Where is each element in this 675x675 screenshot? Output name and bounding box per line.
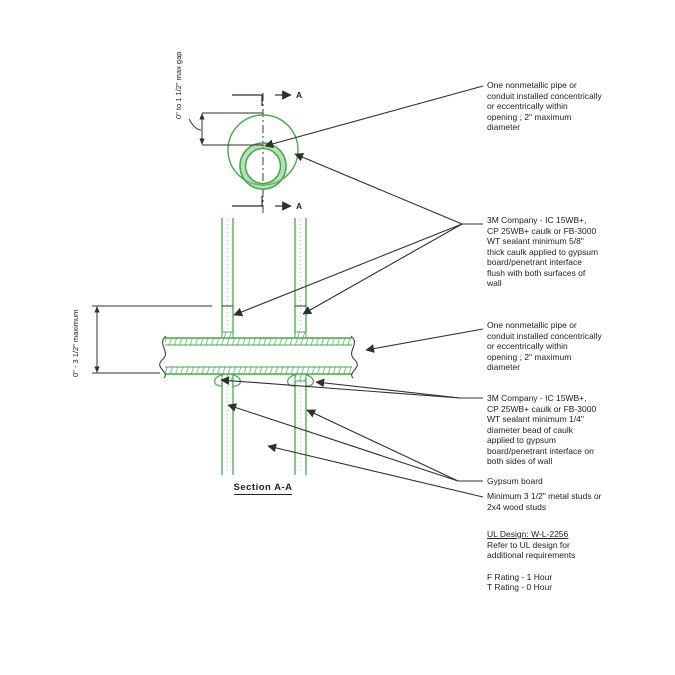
pipe-ring-outer (239, 142, 287, 190)
section-cut-top (232, 94, 263, 106)
plan-dim-hook (188, 118, 202, 131)
pipe-section (159, 335, 358, 379)
plan-gap-dimension-label: 0" to 1 1/2" max gap (174, 51, 183, 119)
pipe-break-left (159, 335, 167, 379)
cut-letter-top: A (296, 90, 303, 100)
callout-pipe-plan: One nonmetallic pipe or conduit installe… (487, 80, 602, 132)
plan-view (188, 90, 299, 213)
callout-gypsum-board: Gypsum board (487, 476, 543, 486)
f-rating: F Rating - 1 Hour (487, 571, 553, 582)
gypsum-boards (221, 218, 307, 475)
cut-letter-bottom: A (296, 201, 303, 211)
section-width-dimension-label: 0" - 3 1/2" maximum (71, 309, 80, 377)
callout-caulk-bead: 3M Company - IC 15WB+, CP 25WB+ caulk or… (487, 393, 597, 466)
refer-note: Refer to UL design for additional requir… (487, 539, 576, 561)
board-core-dots (227, 220, 301, 474)
pipe-ring-fill (240, 143, 286, 189)
section-title: Section A-A (207, 482, 319, 495)
leader-lines (220, 85, 484, 498)
ul-design-reference: UL Design: W-L-2256 (487, 529, 569, 539)
section-dim (92, 305, 212, 374)
callout-caulk-flush: 3M Company - IC 15WB+, CP 25WB+ caulk or… (487, 215, 599, 288)
notes-block: UL Design: W-L-2256 Refer to UL design f… (487, 529, 575, 593)
section-cut-bottom (232, 196, 263, 207)
callout-pipe-section: One nonmetallic pipe or conduit installe… (487, 320, 602, 372)
section-title-text: Section A-A (233, 482, 293, 495)
callout-studs: Minimum 3 1/2" metal studs or 2x4 wood s… (487, 491, 602, 512)
pipe-break-right (350, 335, 358, 379)
section-view (92, 218, 358, 475)
t-rating: T Rating - 0 Hour (487, 582, 553, 592)
pipe-ring-inner (244, 147, 282, 185)
